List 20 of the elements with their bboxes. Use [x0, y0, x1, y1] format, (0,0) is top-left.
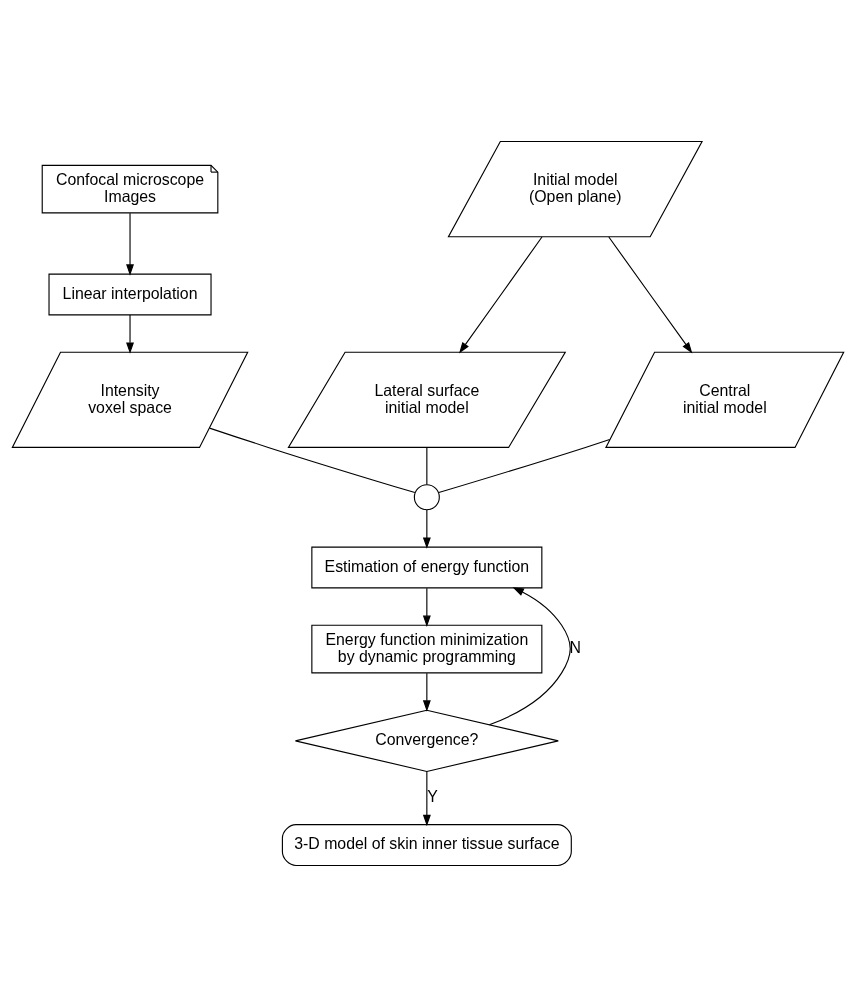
arrow	[488, 586, 571, 725]
connector	[426, 446, 428, 485]
arrow	[422, 672, 431, 712]
node-box: 3-D model of skin inner tissue surface	[281, 823, 572, 866]
node-box: Linear interpolation	[48, 273, 212, 315]
arrow	[608, 235, 693, 353]
arrow	[422, 770, 431, 826]
node-box: Energy function minimization by dynamic programming	[311, 624, 543, 673]
arrow	[422, 508, 431, 549]
arrow	[126, 212, 134, 276]
arrow	[459, 235, 543, 353]
edge-label: N	[569, 638, 581, 656]
node-diamond: Convergence?	[294, 709, 559, 772]
connector	[209, 427, 416, 493]
node-box: Estimation of energy function	[311, 546, 543, 588]
arrow	[422, 587, 431, 627]
edge-label: Y	[427, 787, 438, 805]
arrow	[126, 313, 134, 354]
node-circle	[413, 483, 440, 510]
connector	[438, 438, 611, 493]
